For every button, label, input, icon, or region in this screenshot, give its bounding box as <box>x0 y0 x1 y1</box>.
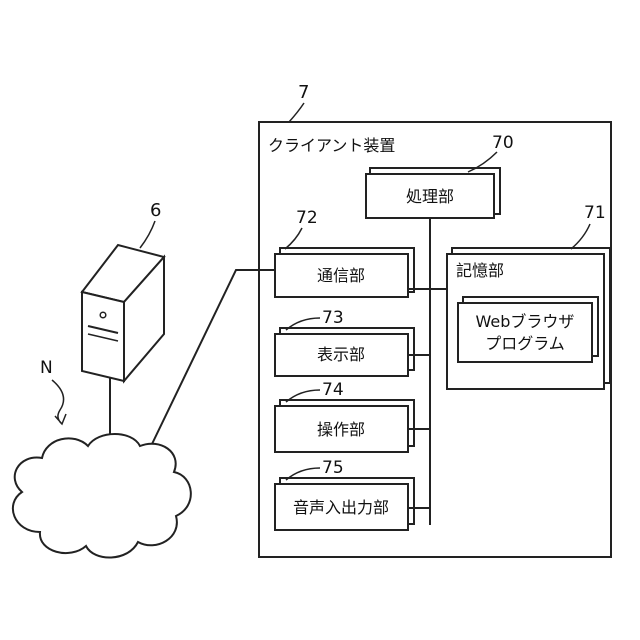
server-leader <box>140 221 155 248</box>
operation-unit-ref: 74 <box>322 380 344 400</box>
browser-program-line1: Webブラウザ <box>476 312 575 331</box>
network-link-line <box>152 270 275 444</box>
client-device-leader <box>289 103 304 122</box>
communication-unit-ref: 72 <box>296 208 318 228</box>
network-ref-label: N <box>40 358 53 378</box>
storage-unit-label: 記憶部 <box>456 261 504 280</box>
audio-io-unit-ref: 75 <box>322 458 344 478</box>
browser-program-line2: プログラム <box>485 334 565 353</box>
processing-unit-label: 処理部 <box>406 187 454 206</box>
communication-unit-label: 通信部 <box>317 266 365 285</box>
display-unit-ref: 73 <box>322 308 344 328</box>
server-icon <box>82 245 164 381</box>
display-unit-label: 表示部 <box>317 345 365 364</box>
processing-unit-ref: 70 <box>492 133 514 153</box>
audio-io-unit-label: 音声入出力部 <box>293 498 389 517</box>
network-cloud-icon <box>13 434 191 558</box>
server-ref-label: 6 <box>150 200 161 221</box>
operation-unit-label: 操作部 <box>317 420 365 439</box>
storage-unit-ref: 71 <box>584 203 606 223</box>
client-device-ref-label: 7 <box>298 82 309 103</box>
client-device-title: クライアント装置 <box>268 136 395 155</box>
network-leader-arrow <box>52 380 66 424</box>
